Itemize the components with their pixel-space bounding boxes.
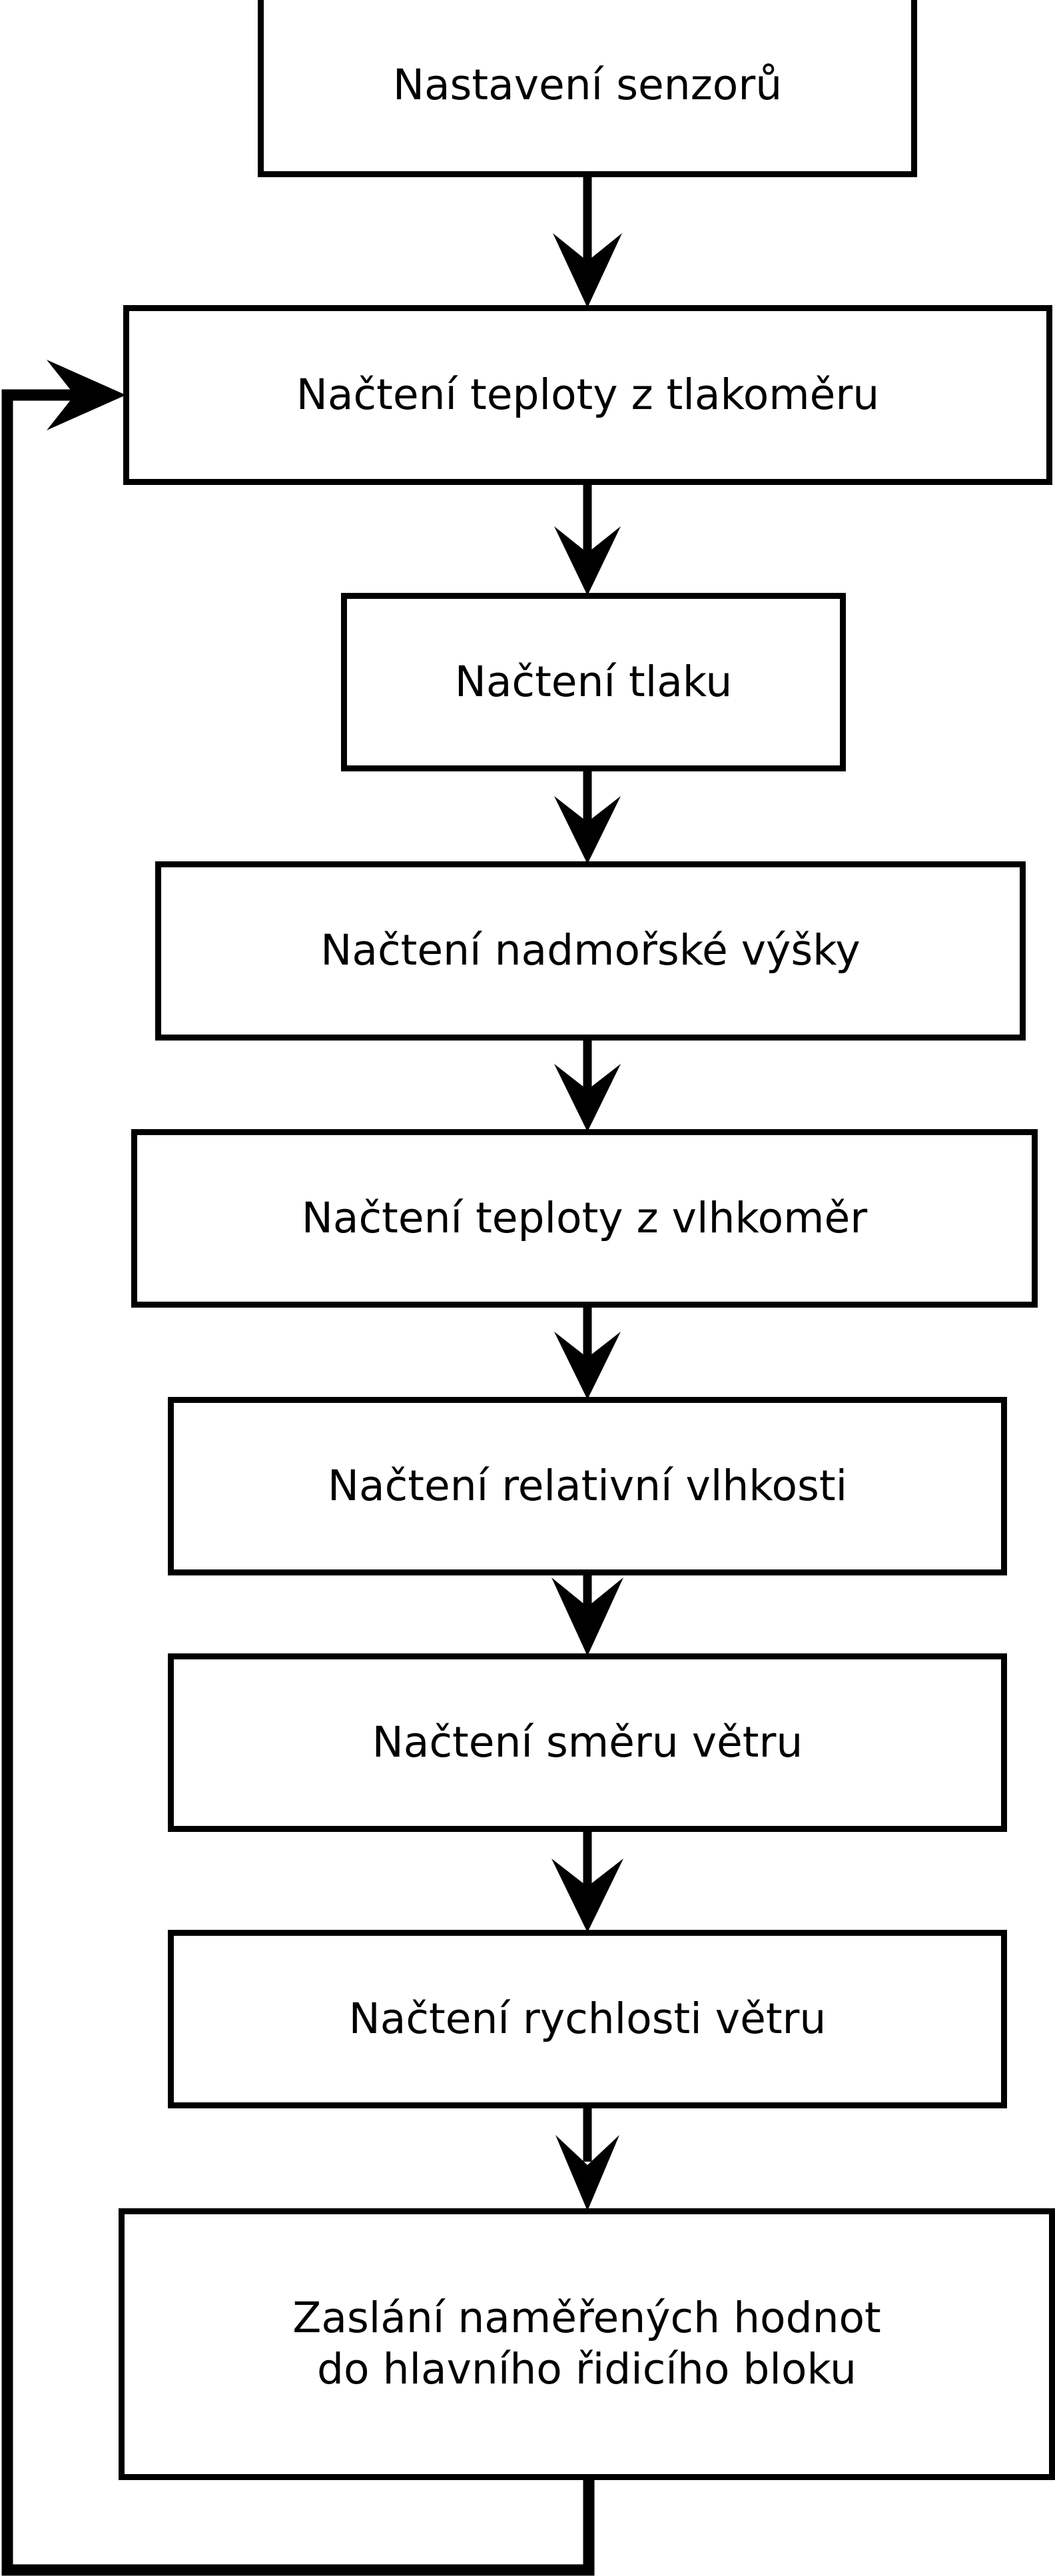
flow-node-label: Nastavení senzorů	[392, 60, 783, 109]
flow-node-zaslani-namerenych-hodnot[interactable]: Zaslání naměřených hodnot do hlavního ři…	[119, 2208, 1055, 2480]
flow-node-label: Načtení směru větru	[372, 1717, 803, 1767]
flow-node-label: Načtení rychlosti větru	[348, 1994, 827, 2043]
flow-node-nacteni-teploty-z-tlakomeru[interactable]: Načtení teploty z tlakoměru	[123, 305, 1052, 485]
flow-node-nacteni-tlaku[interactable]: Načtení tlaku	[341, 593, 846, 771]
edge-node7-to-node8	[551, 1829, 623, 1932]
edge-node9-to-node2-feedback-loop	[1, 360, 595, 2576]
flow-node-label: Načtení teploty z tlakoměru	[296, 370, 880, 419]
edge-node5-to-node6	[554, 1305, 621, 1400]
edge-node6-to-node7	[551, 1573, 623, 1656]
flow-node-nastaveni-senzoru[interactable]: Nastavení senzorů	[258, 0, 917, 177]
edge-node2-to-node3	[554, 482, 621, 596]
edge-node8-to-node9	[555, 2106, 619, 2211]
edge-node4-to-node5	[554, 1038, 621, 1132]
flow-node-label: Zaslání naměřených hodnot do hlavního ři…	[292, 2294, 881, 2393]
flow-node-label: Načtení tlaku	[454, 657, 733, 706]
flow-node-nacteni-relativni-vlhkosti[interactable]: Načtení relativní vlhkosti	[168, 1397, 1007, 1575]
flow-node-nacteni-smeru-vetru[interactable]: Načtení směru větru	[168, 1653, 1007, 1832]
flow-node-nacteni-nadmorske-vysky[interactable]: Načtení nadmořské výšky	[155, 861, 1026, 1041]
flow-node-label: Načtení nadmořské výšky	[320, 926, 861, 975]
edge-node3-to-node4	[554, 769, 621, 864]
flow-node-label: Načtení relativní vlhkosti	[327, 1461, 848, 1510]
flow-node-nacteni-rychlosti-vetru[interactable]: Načtení rychlosti větru	[168, 1930, 1007, 2108]
flow-node-label: Načtení teploty z vlhkoměr	[301, 1193, 868, 1242]
edge-node1-to-node2	[553, 175, 622, 308]
flow-node-nacteni-teploty-z-vlhkomeru[interactable]: Načtení teploty z vlhkoměr	[131, 1129, 1038, 1308]
